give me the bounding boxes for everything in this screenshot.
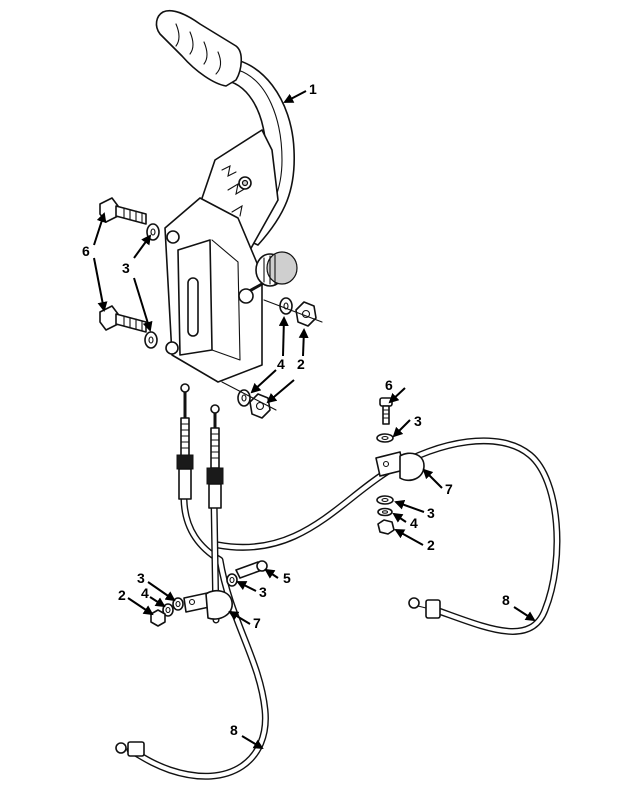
nut-lower-left xyxy=(150,609,166,627)
lockwasher-pivot-upper xyxy=(279,297,293,315)
callout-2-nut-lever: 2 xyxy=(297,356,305,372)
nut-pivot-lower xyxy=(249,393,271,419)
lockwasher-pivot-lower xyxy=(237,389,251,407)
callout-8-cable-left: 8 xyxy=(230,722,238,738)
callout-4-washer-lever: 4 xyxy=(277,356,285,372)
callout-7-clamp-left: 7 xyxy=(253,615,261,631)
cable-left-ball-end xyxy=(115,742,127,754)
clamp-left xyxy=(183,589,233,620)
callout-3-washer-lower-left: 3 xyxy=(137,570,145,586)
cable-left-ferrule xyxy=(127,741,145,757)
brake-cable-right xyxy=(214,437,561,635)
cable-right-ferrule xyxy=(425,599,441,619)
callout-3-washer-right-lower: 3 xyxy=(427,505,435,521)
bolt-lower-left xyxy=(99,305,147,333)
lockwasher-right xyxy=(377,507,393,517)
lever-grip xyxy=(155,9,243,87)
bracket-slot xyxy=(187,277,199,337)
cable-rod-left xyxy=(176,383,194,500)
callout-6-bolt-right: 6 xyxy=(385,377,393,393)
callout-3-washer-right-upper: 3 xyxy=(414,413,422,429)
screw-center xyxy=(235,560,268,579)
callout-4-washer-right: 4 xyxy=(410,515,418,531)
parking-brake-lever xyxy=(155,9,298,383)
washer-lower-left-stack xyxy=(172,597,184,611)
washer-upper-left xyxy=(146,223,160,241)
washer-right-upper xyxy=(376,433,394,443)
nut-right xyxy=(377,519,395,535)
callout-leaders xyxy=(93,90,536,750)
callout-8-cable-right: 8 xyxy=(502,592,510,608)
callout-4-washer-lower-left: 4 xyxy=(141,585,149,601)
cable-right-ball-end xyxy=(408,597,420,609)
bolt-upper-left xyxy=(99,197,147,225)
callout-1: 1 xyxy=(309,81,317,97)
washer-lower-left xyxy=(144,331,158,349)
clamp-right xyxy=(375,451,425,482)
washer-center xyxy=(226,573,238,587)
callout-7-clamp-right: 7 xyxy=(445,481,453,497)
washer-right-lower xyxy=(376,495,394,505)
callout-6-bolt-left: 6 xyxy=(82,243,90,259)
callout-5-screw: 5 xyxy=(283,570,291,586)
nut-pivot-upper xyxy=(295,301,317,327)
callout-2-nut-right: 2 xyxy=(427,537,435,553)
brake-cable-left xyxy=(115,496,269,780)
callout-2-nut-lower-left: 2 xyxy=(118,587,126,603)
callout-3-washer-left: 3 xyxy=(122,260,130,276)
cable-rod-right xyxy=(206,404,224,509)
callout-3-washer-center: 3 xyxy=(259,584,267,600)
